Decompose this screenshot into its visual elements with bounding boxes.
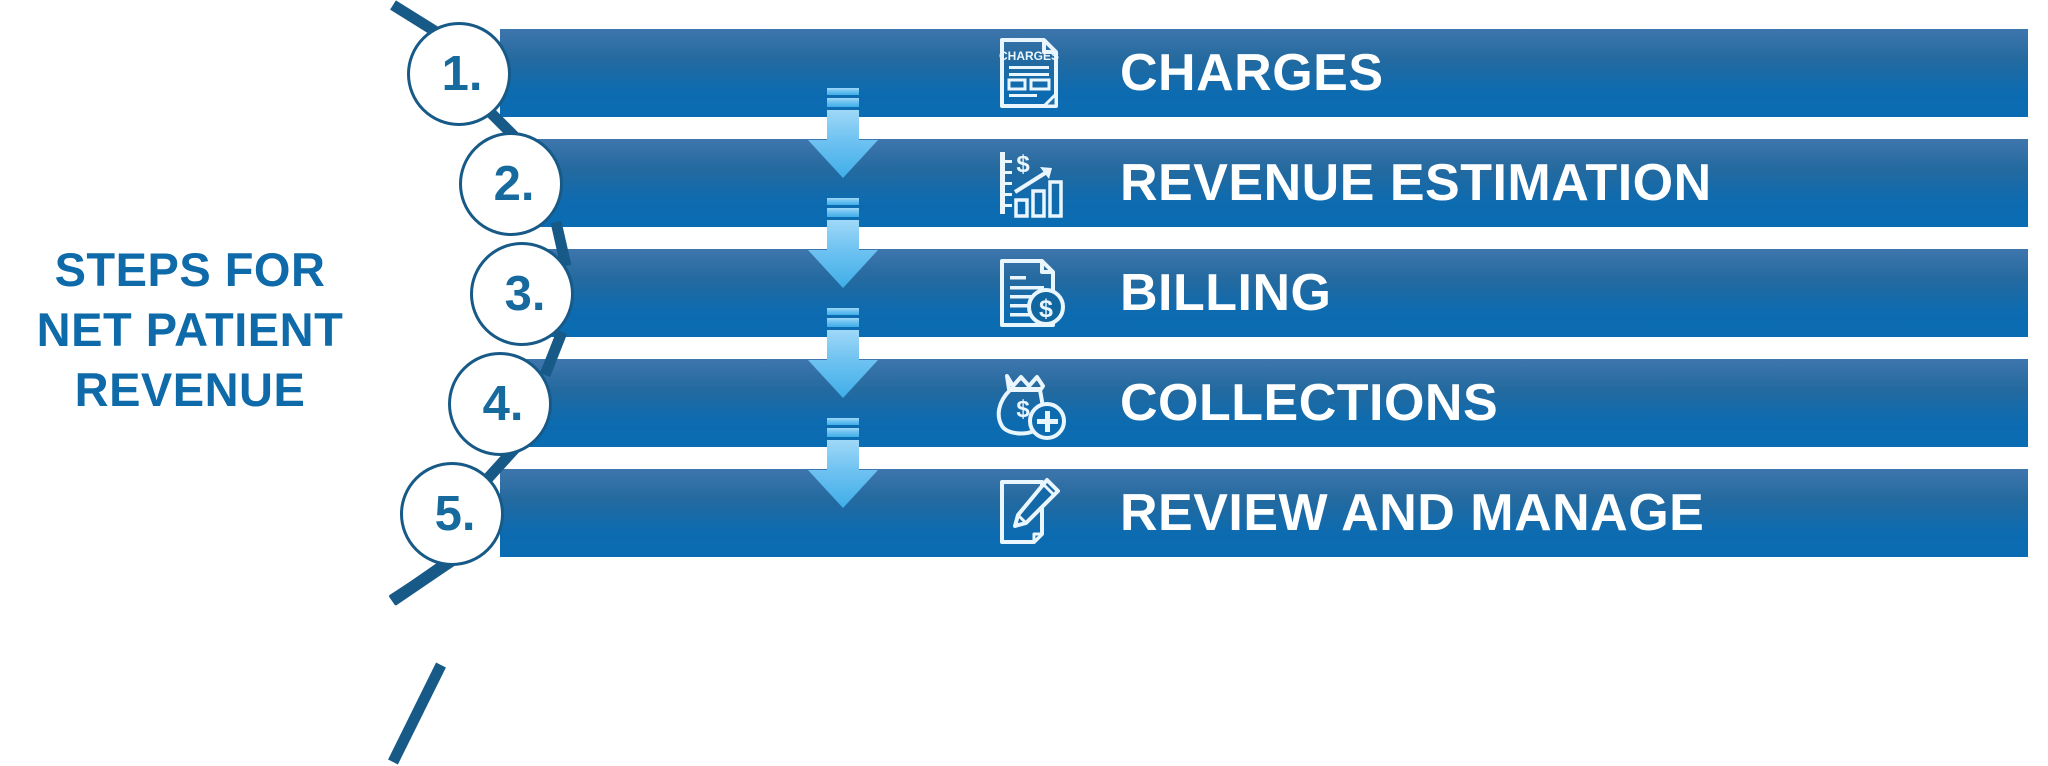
svg-text:$: $	[1039, 295, 1053, 323]
step-bar-5[interactable]: REVIEW AND MANAGE	[500, 469, 2028, 557]
step-circle-3[interactable]: 3.	[470, 242, 574, 346]
step-bar-2[interactable]: $ REVENUE ESTIMATION	[500, 139, 2028, 227]
step-label-5: REVIEW AND MANAGE	[1120, 484, 1705, 542]
page-title: STEPS FOR NET PATIENT REVENUE	[0, 240, 380, 420]
charges-document-icon: CHARGES	[990, 34, 1068, 112]
down-arrow-1	[800, 88, 886, 180]
title-line-3: REVENUE	[74, 363, 306, 417]
step-label-2: REVENUE ESTIMATION	[1120, 154, 1712, 212]
step-circle-4[interactable]: 4.	[448, 352, 552, 456]
title-line-1: STEPS FOR	[54, 243, 326, 296]
step-number-1: 1.	[441, 47, 483, 101]
billing-invoice-dollar-icon: $	[990, 254, 1068, 332]
step-number-5: 5.	[434, 487, 476, 541]
svg-text:CHARGES: CHARGES	[999, 49, 1059, 63]
step-circle-5[interactable]: 5.	[400, 462, 504, 566]
step-label-4: COLLECTIONS	[1120, 374, 1499, 432]
step-label-3: BILLING	[1120, 264, 1332, 322]
step-number-3: 3.	[504, 267, 546, 321]
step-number-2: 2.	[493, 157, 535, 211]
step-bar-1[interactable]: CHARGES CHARGES	[500, 29, 2028, 117]
money-bag-plus-icon: $	[990, 364, 1068, 442]
down-arrow-3	[800, 308, 886, 400]
svg-text:$: $	[1016, 396, 1030, 423]
step-circle-1[interactable]: 1.	[407, 22, 511, 126]
revenue-bar-chart-icon: $	[990, 144, 1068, 222]
svg-text:$: $	[1016, 151, 1030, 178]
down-arrow-2	[800, 198, 886, 290]
step-bar-4[interactable]: $ COLLECTIONS	[500, 359, 2028, 447]
step-label-1: CHARGES	[1120, 44, 1384, 102]
document-pencil-icon	[990, 474, 1068, 552]
step-bar-3[interactable]: $ BILLING	[500, 249, 2028, 337]
step-circle-2[interactable]: 2.	[459, 132, 563, 236]
step-number-4: 4.	[482, 377, 524, 431]
down-arrow-4	[800, 418, 886, 510]
title-line-2: NET PATIENT	[36, 303, 344, 357]
